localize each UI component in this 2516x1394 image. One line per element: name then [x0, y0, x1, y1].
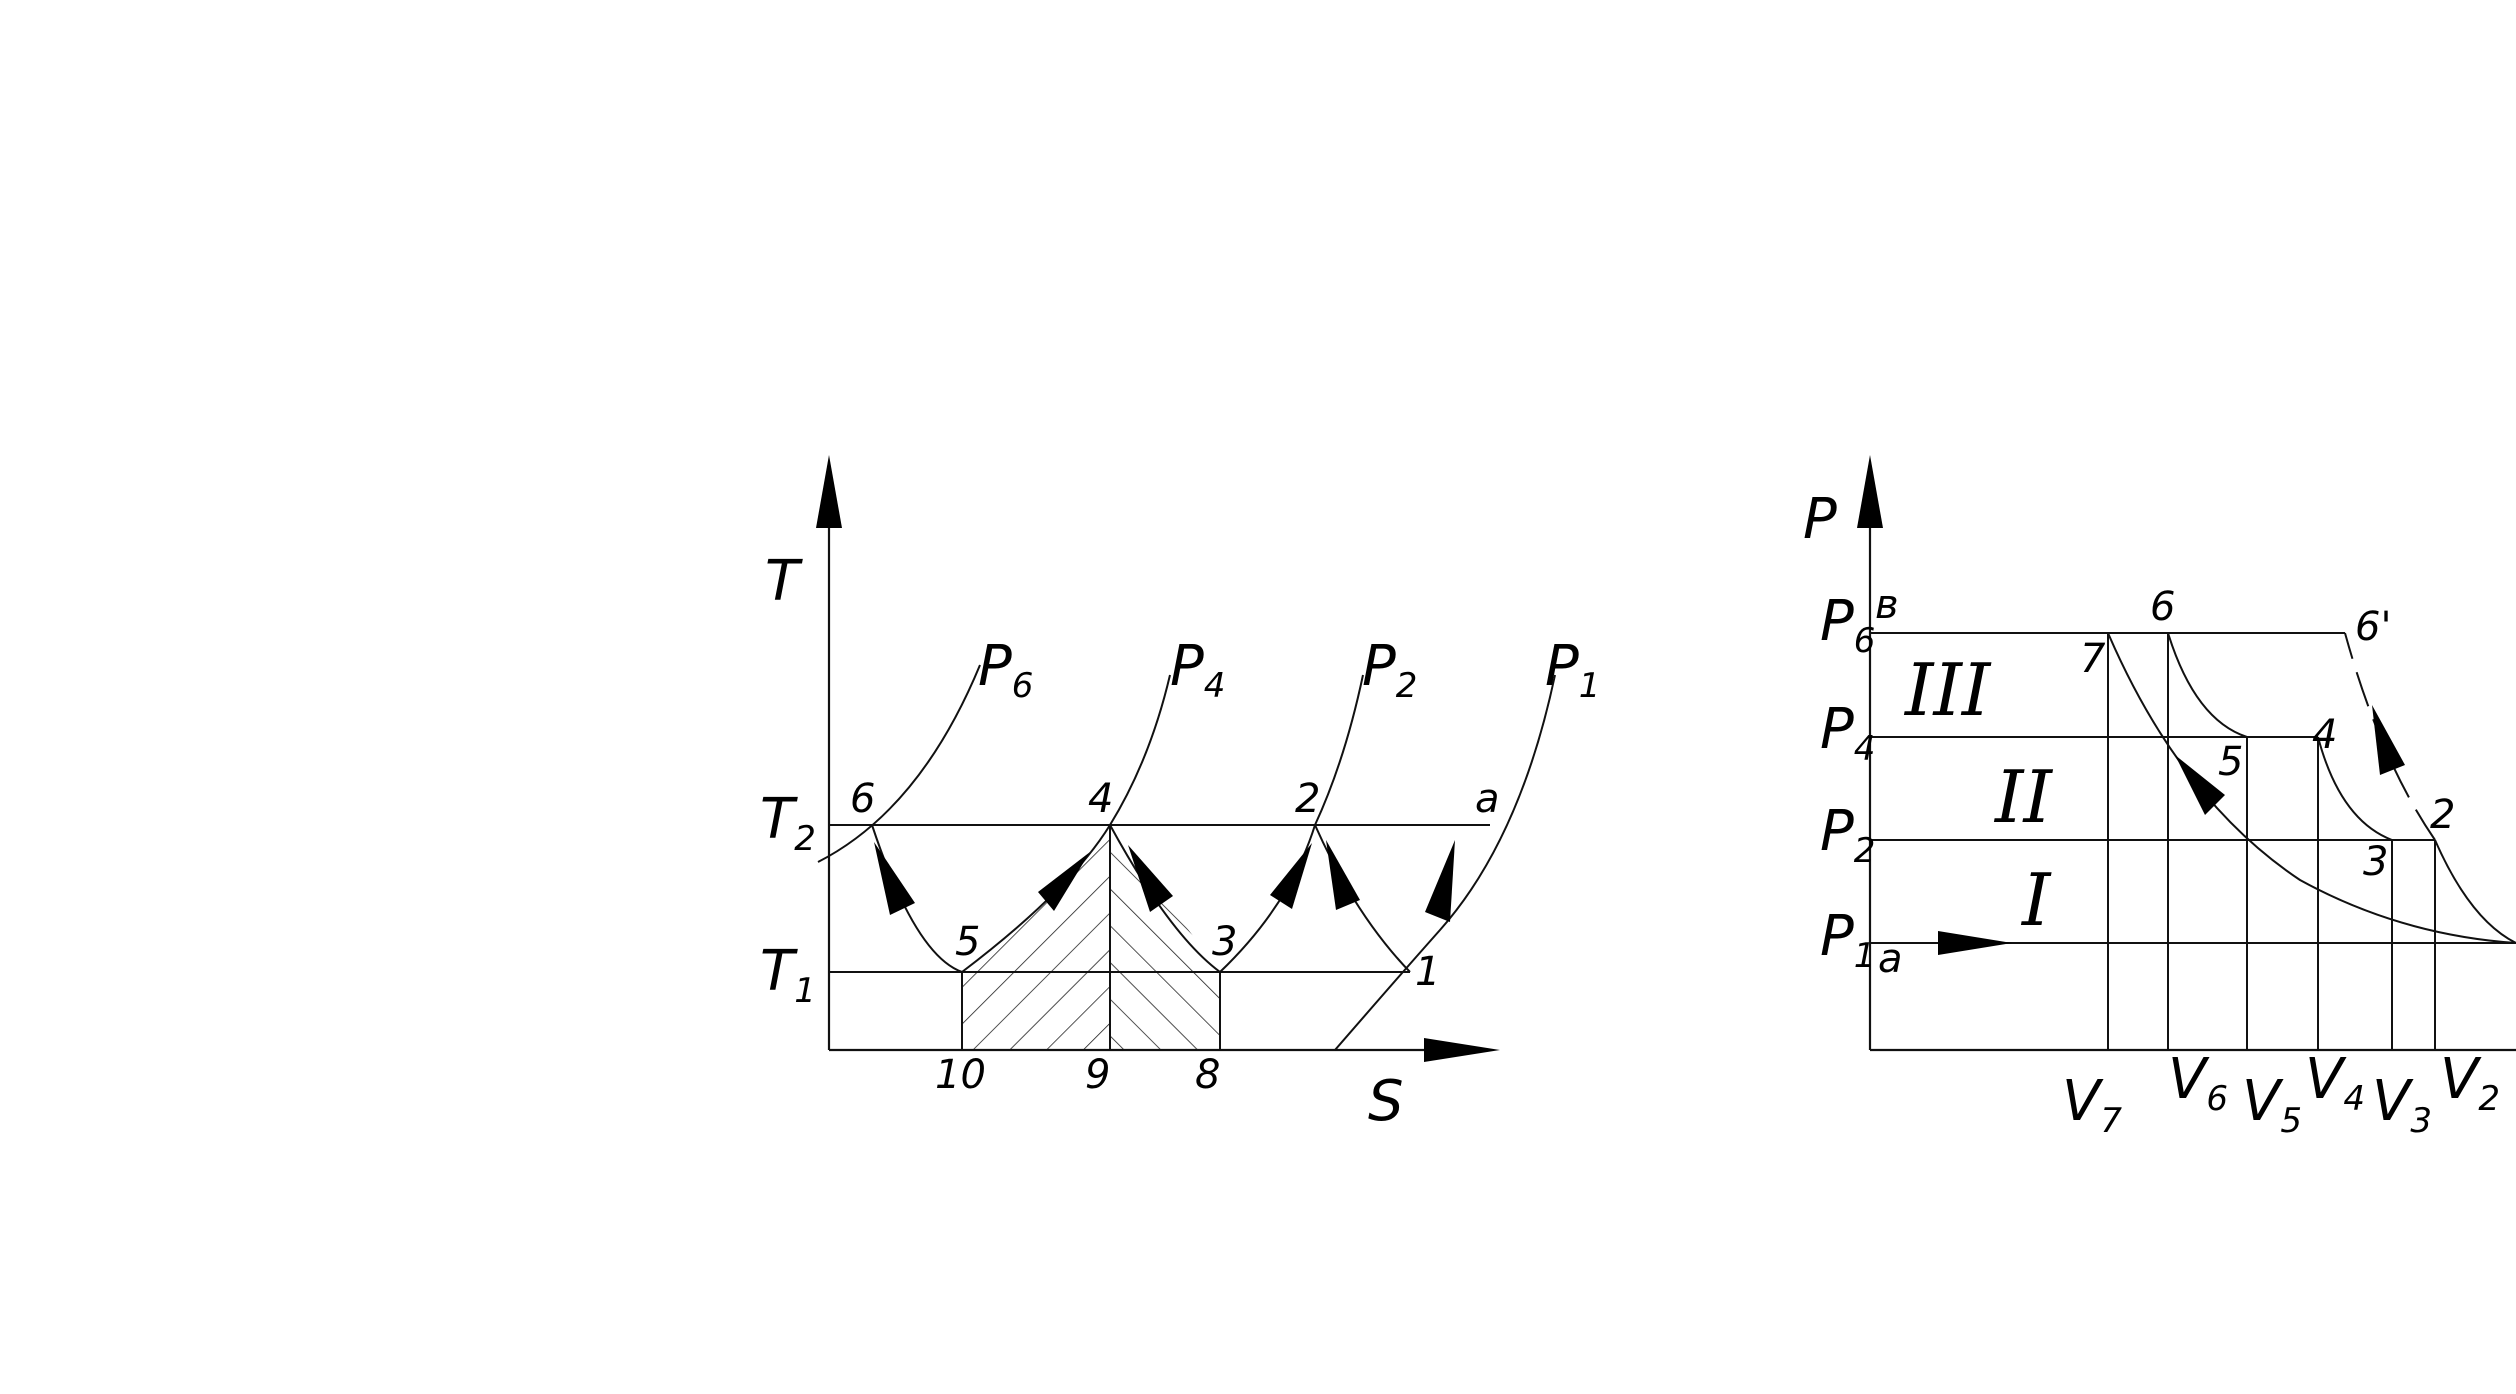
ts-axis-label-t: T	[765, 549, 803, 614]
ts-curve-2-1	[1314, 824, 1411, 973]
pv-label-v2: V2	[2440, 1047, 2500, 1119]
ts-label-p2: P2	[1362, 634, 1417, 706]
ts-label-p1: P1	[1545, 634, 1600, 706]
pv-label-p2: P2	[1820, 799, 1875, 871]
pv-label-p6: P6	[1820, 589, 1875, 661]
pv-diagram: P P6 P4 P2 P1 III II I в 6 6' 7 5 4 3 2 …	[1803, 455, 2516, 1141]
ts-flow-arrow-5-4	[1038, 852, 1090, 911]
pv-point-v: в	[1875, 582, 1899, 628]
pv-point-6prime: 6'	[2355, 604, 2391, 650]
ts-point-5: 5	[955, 919, 980, 965]
ts-curve-6-5	[871, 824, 963, 973]
pv-point-4: 4	[2312, 712, 2337, 758]
pv-point-a: a	[1878, 936, 1903, 982]
ts-label-p4: P4	[1170, 634, 1225, 706]
pv-label-v5: V5	[2242, 1069, 2302, 1141]
pv-label-v7: V7	[2062, 1069, 2122, 1141]
pv-curve-2-1	[2434, 839, 2516, 944]
pv-label-v6: V6	[2168, 1047, 2228, 1119]
pv-stage-i: I	[2020, 858, 2052, 942]
pv-point-6: 6	[2150, 584, 2175, 630]
ts-diagram: T S T2 T1 P6 P4 P2 P1 6 4 2 a 5 3 1 10 9…	[760, 455, 1600, 1134]
pv-isotherm-7	[2107, 632, 2516, 944]
ts-flow-arrow-3-2	[1270, 843, 1312, 909]
ts-hatch-left	[962, 825, 1110, 1050]
ts-point-3: 3	[1212, 919, 1237, 965]
ts-flow-arrow-3-4	[1128, 845, 1173, 912]
ts-point-9: 9	[1085, 1052, 1110, 1098]
ts-label-t1: T1	[760, 939, 816, 1011]
ts-point-6: 6	[850, 776, 875, 822]
pv-curve-4-3	[2317, 736, 2393, 841]
pv-axis-label-p: P	[1803, 487, 1837, 552]
pv-label-p4: P4	[1820, 697, 1875, 769]
pv-label-p1: P1	[1820, 904, 1875, 976]
pv-curve-2-6prime	[2344, 632, 2436, 841]
ts-isobar-p6	[817, 664, 981, 863]
ts-flow-arrow-5-6	[874, 842, 915, 915]
ts-isobar-p2	[1219, 674, 1364, 973]
ts-point-8: 8	[1195, 1052, 1220, 1098]
ts-label-t2: T2	[760, 787, 816, 859]
ts-flow-arrow-a-1	[1425, 840, 1455, 922]
pv-label-v4: V4	[2305, 1047, 2365, 1119]
ts-axis-x-arrow	[1424, 1038, 1500, 1062]
ts-point-10: 10	[935, 1052, 986, 1098]
pv-point-7: 7	[2080, 636, 2106, 682]
ts-flow-arrow-1-2	[1326, 840, 1360, 910]
pv-axis-y-arrow	[1857, 455, 1883, 528]
ts-hatch-right	[1110, 825, 1220, 1050]
ts-axis-label-s: S	[1368, 1069, 1404, 1134]
pv-flow-arrow-a	[1938, 931, 2012, 955]
ts-point-4: 4	[1088, 776, 1113, 822]
ts-curve-4-3	[1109, 824, 1221, 973]
pv-flow-arrow-2-6prime	[2372, 705, 2405, 775]
pv-flow-arrow-isotherm	[2175, 755, 2225, 815]
ts-label-p6: P6	[978, 634, 1033, 706]
ts-axis-y-arrow	[816, 455, 842, 528]
pv-point-3: 3	[2363, 839, 2388, 885]
pv-point-5: 5	[2218, 739, 2243, 785]
ts-isobar-p1	[1334, 674, 1556, 1051]
ts-point-1: 1	[1415, 949, 1440, 995]
ts-point-a: a	[1475, 776, 1500, 822]
pv-stage-ii: II	[1993, 755, 2053, 839]
pv-label-v3: V3	[2372, 1069, 2432, 1141]
pv-point-2: 2	[2430, 792, 2455, 838]
pv-stage-iii: III	[1903, 648, 1992, 732]
pv-curve-6-5	[2167, 632, 2248, 738]
ts-point-2: 2	[1295, 776, 1320, 822]
